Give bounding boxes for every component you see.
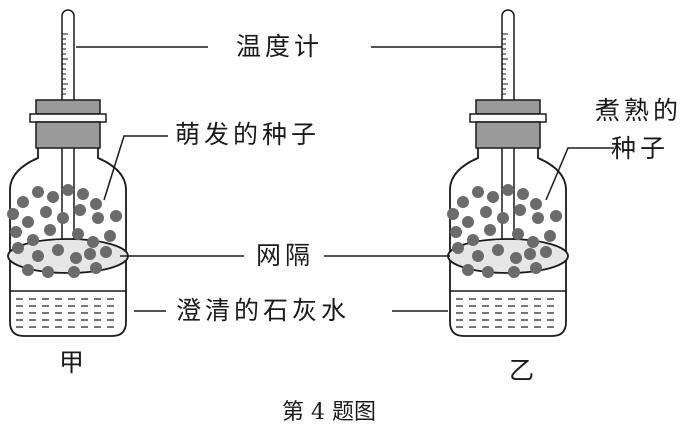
- stopper-top: [475, 99, 541, 115]
- bottle-outline: [449, 148, 567, 337]
- seed: [7, 208, 19, 220]
- seed: [540, 246, 552, 258]
- seed: [502, 184, 514, 196]
- seed: [62, 184, 74, 196]
- seed: [42, 266, 54, 278]
- seed: [74, 204, 86, 216]
- jar-yi-name: 乙: [509, 356, 539, 385]
- seed: [482, 266, 494, 278]
- leader-lines: [76, 46, 614, 312]
- seed: [450, 226, 462, 238]
- seed: [72, 228, 84, 240]
- seed: [92, 212, 104, 224]
- seed: [550, 210, 562, 222]
- seed: [472, 186, 484, 198]
- mesh-separator-label: 网隔: [256, 241, 315, 270]
- seed: [497, 212, 509, 224]
- seed: [517, 188, 529, 200]
- seed: [104, 230, 116, 242]
- seed: [508, 266, 520, 278]
- seed: [17, 196, 29, 208]
- figure-caption: 第 4 题图: [282, 400, 376, 425]
- seed: [90, 262, 102, 274]
- seed: [467, 234, 479, 246]
- stopper-rim: [469, 113, 547, 123]
- stopper-bottom: [35, 121, 101, 149]
- seed: [492, 244, 504, 256]
- seed: [87, 236, 99, 248]
- seed: [462, 216, 474, 228]
- seed: [524, 248, 536, 260]
- seed: [57, 212, 69, 224]
- seed: [32, 186, 44, 198]
- seed: [447, 208, 459, 220]
- jar-jia-name: 甲: [59, 348, 89, 377]
- germinating-seeds-leader: [103, 135, 168, 201]
- seed: [462, 264, 474, 276]
- seed: [47, 191, 59, 203]
- limewater-label: 澄清的石灰水: [176, 296, 351, 325]
- jar-yi: [447, 9, 569, 337]
- cooked-seeds-label-line2: 种子: [611, 134, 670, 163]
- seed: [530, 198, 542, 210]
- seed: [110, 210, 122, 222]
- seed: [510, 252, 522, 264]
- seed: [100, 246, 112, 258]
- seed: [544, 230, 556, 242]
- stopper-rim: [29, 113, 107, 123]
- seed: [512, 228, 524, 240]
- seed: [484, 224, 496, 236]
- seed: [452, 242, 464, 254]
- seed: [22, 216, 34, 228]
- seed: [84, 248, 96, 260]
- stopper-top: [35, 99, 101, 115]
- seed: [10, 226, 22, 238]
- germinating-seeds-label: 萌发的种子: [175, 120, 321, 149]
- seed: [77, 188, 89, 200]
- bottle-outline: [9, 148, 127, 337]
- seed: [480, 206, 492, 218]
- seed: [68, 266, 80, 278]
- seed: [514, 204, 526, 216]
- seed: [70, 252, 82, 264]
- seed: [472, 250, 484, 262]
- seed: [530, 262, 542, 274]
- jar-jia: [7, 9, 129, 337]
- cooked-seeds-label-line1: 煮熟的: [595, 96, 683, 125]
- seed: [12, 242, 24, 254]
- seed: [90, 198, 102, 210]
- seed: [487, 191, 499, 203]
- seed: [44, 224, 56, 236]
- seed: [52, 244, 64, 256]
- seed: [32, 250, 44, 262]
- cooked-seeds-leader: [545, 147, 614, 201]
- seed: [532, 212, 544, 224]
- seed: [527, 236, 539, 248]
- thermometer-label: 温度计: [236, 32, 324, 61]
- seed: [40, 206, 52, 218]
- seed: [22, 264, 34, 276]
- seed: [27, 234, 39, 246]
- stopper-bottom: [475, 121, 541, 149]
- seed: [457, 196, 469, 208]
